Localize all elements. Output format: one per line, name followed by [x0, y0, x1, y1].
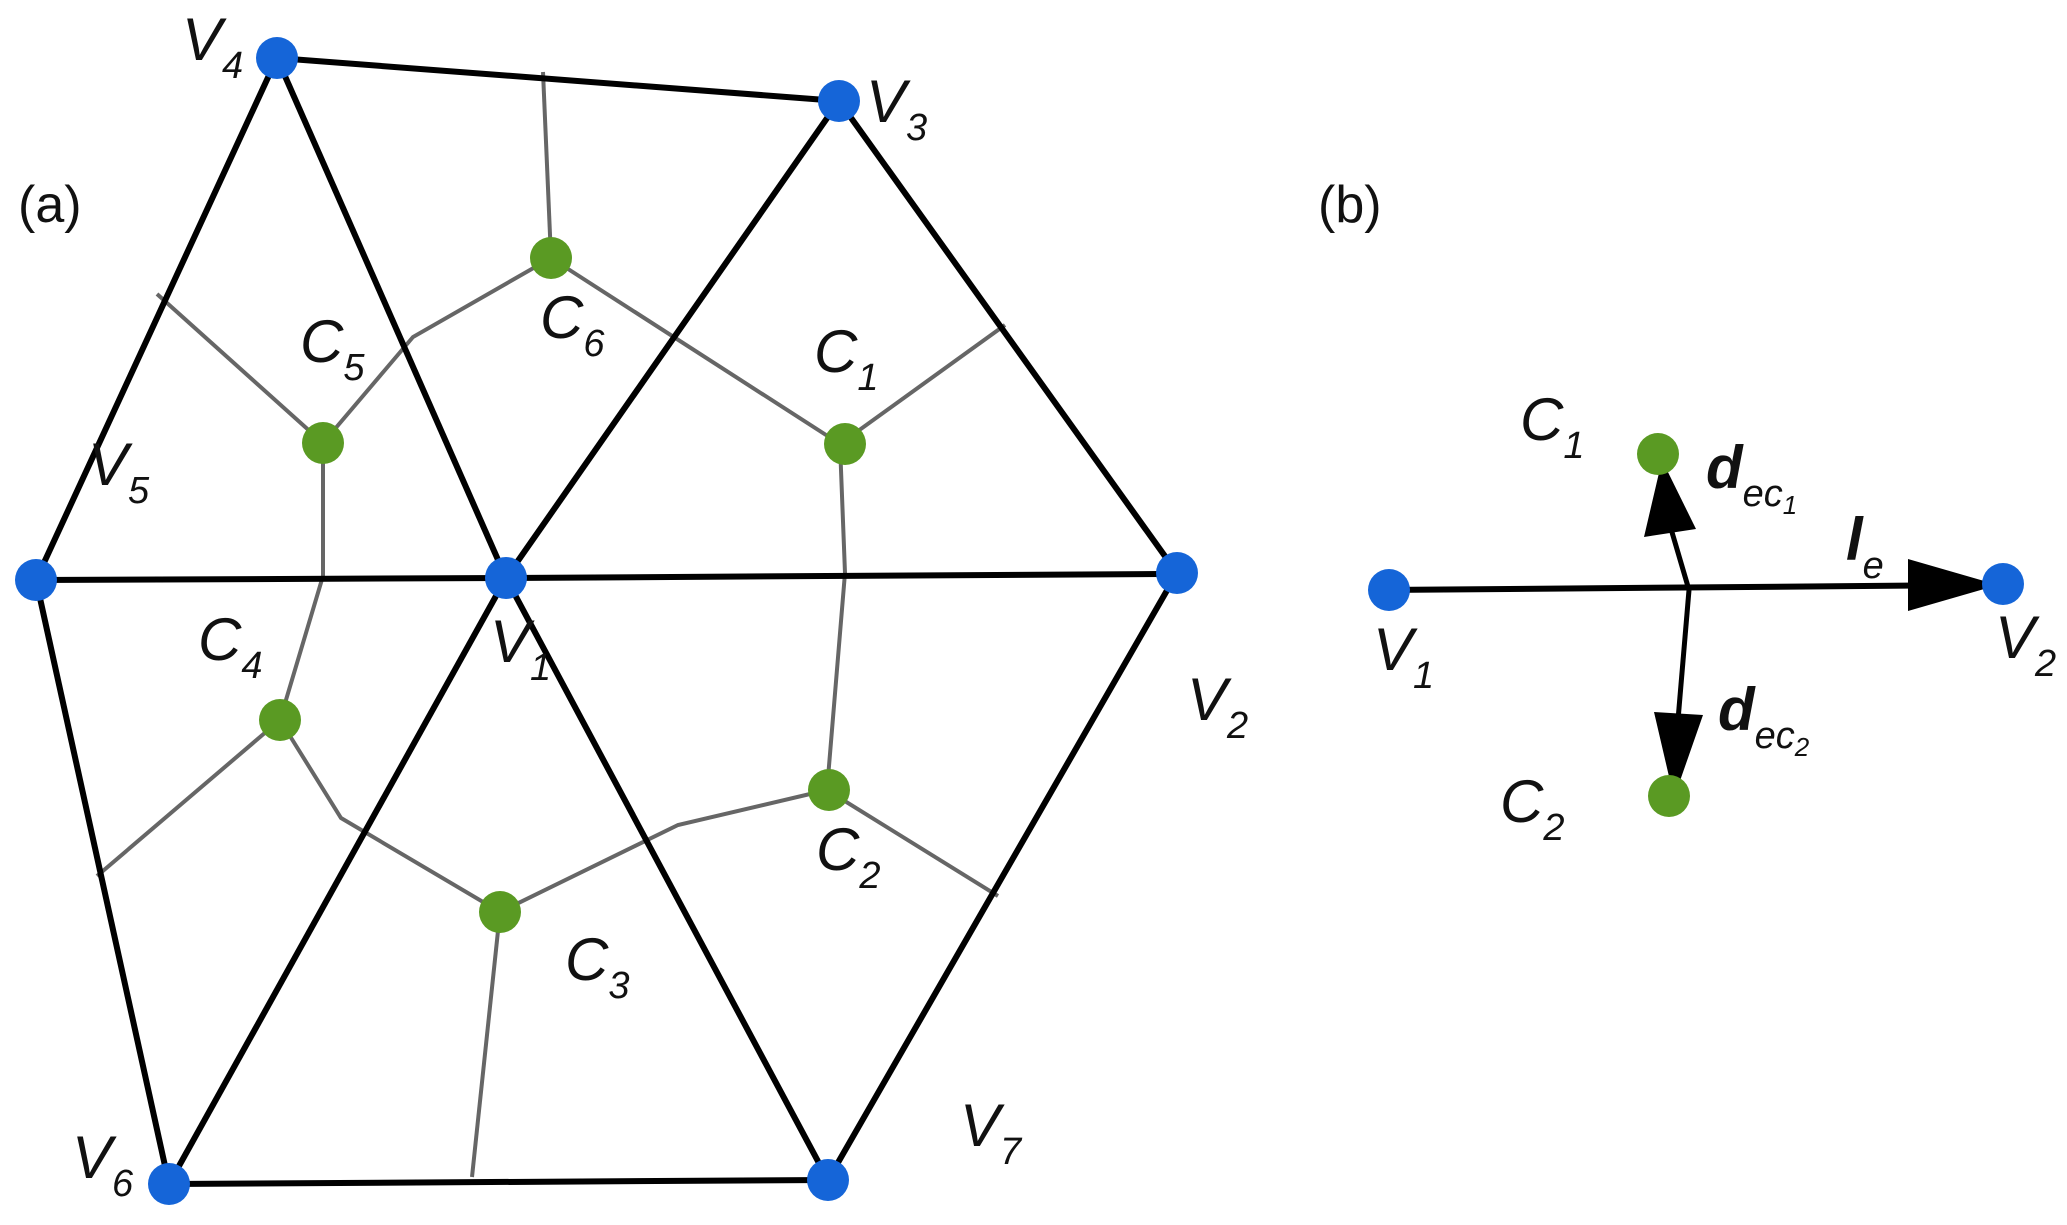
vertex-v3 — [818, 80, 860, 122]
edge-v3-v2 — [836, 99, 1180, 575]
vertex-v6 — [148, 1163, 190, 1205]
panel-b: (b) V1 V2 C1 C2 dec1 dec2 le — [1318, 176, 2056, 849]
dual-edge-c6-c5 — [321, 256, 552, 445]
label-c4: C4 — [198, 606, 262, 687]
edge-v1-v6 — [166, 576, 509, 1186]
label-v7: V7 — [960, 1092, 1023, 1173]
vertex-v4 — [256, 37, 298, 79]
edge-v1-v3 — [503, 99, 842, 580]
cell-center-c5 — [302, 422, 344, 464]
vertex-v2 — [1156, 552, 1198, 594]
cell-center-c1 — [824, 423, 866, 465]
panel-a-tag: (a) — [18, 176, 82, 234]
dual-edge-c5-left — [155, 292, 325, 445]
dec2-arrowhead — [1654, 712, 1703, 798]
cell-center-c2 — [808, 769, 850, 811]
dual-edge-c2-c3 — [499, 788, 828, 914]
vertex-b-v2 — [1982, 563, 2024, 605]
edge-vector-le — [1388, 582, 1979, 593]
edge-v1-v5 — [35, 575, 507, 583]
panel-b-tag: (b) — [1318, 176, 1382, 234]
label-v5: V5 — [88, 431, 150, 512]
cell-centers — [259, 237, 866, 933]
vertex-v7 — [807, 1159, 849, 1201]
edge-v1-v2-arrow — [505, 571, 1161, 581]
cell-center-b-c2 — [1648, 775, 1690, 817]
cell-center-b-c1 — [1637, 433, 1679, 475]
label-c3: C3 — [565, 926, 629, 1007]
label-c2: C2 — [816, 816, 880, 897]
label-b-v1: V1 — [1373, 616, 1434, 697]
label-b-v2: V2 — [1995, 604, 2056, 685]
label-d-ec2: dec2 — [1718, 676, 1810, 762]
edge-v5-v4 — [33, 56, 280, 582]
label-v1: V1 — [490, 608, 551, 689]
edge-v2-v7 — [825, 571, 1180, 1182]
cell-center-c3 — [479, 891, 521, 933]
dual-edge-c4-left — [95, 718, 282, 878]
dual-edge-c6-c1 — [549, 256, 842, 446]
vertex-v5 — [15, 559, 57, 601]
label-b-c1: C1 — [1520, 386, 1584, 467]
label-v3: V3 — [866, 68, 927, 149]
label-d-ec1: dec1 — [1706, 434, 1797, 520]
dual-edge-c6-top — [541, 71, 553, 259]
label-c1: C1 — [814, 318, 878, 399]
cell-center-c6 — [530, 237, 572, 279]
label-c6: C6 — [540, 284, 605, 365]
edge-v1-v4 — [274, 56, 509, 580]
edge-v7-v6 — [168, 1177, 829, 1187]
mesh-edges — [33, 55, 1180, 1187]
edge-v1-v7 — [503, 576, 831, 1182]
dual-edge-c3-bottom — [470, 911, 502, 1178]
dec1-arrowhead — [1644, 460, 1696, 537]
edge-v6-v5 — [33, 579, 172, 1185]
mesh-vertices — [15, 37, 1198, 1205]
label-b-c2: C2 — [1500, 768, 1564, 849]
label-v4: V4 — [182, 6, 243, 87]
label-v2: V2 — [1187, 666, 1248, 747]
dual-edge-c1-c2 — [825, 443, 848, 791]
dec2-vector — [1675, 589, 1692, 721]
dual-edge-c1-right — [838, 323, 1007, 446]
vertex-v1 — [485, 557, 527, 599]
cell-center-c4 — [259, 699, 301, 741]
edge-vector-arrowhead — [1908, 559, 1998, 611]
dual-edge-c3-c4 — [278, 718, 502, 914]
edge-v4-v3 — [276, 55, 840, 104]
dual-edge-c2-right — [825, 788, 1000, 898]
label-v6: V6 — [72, 1124, 134, 1205]
vertex-b-v1 — [1368, 569, 1410, 611]
label-c5: C5 — [300, 308, 365, 389]
panel-a: (a) — [15, 6, 1248, 1205]
label-le: le — [1846, 506, 1884, 587]
